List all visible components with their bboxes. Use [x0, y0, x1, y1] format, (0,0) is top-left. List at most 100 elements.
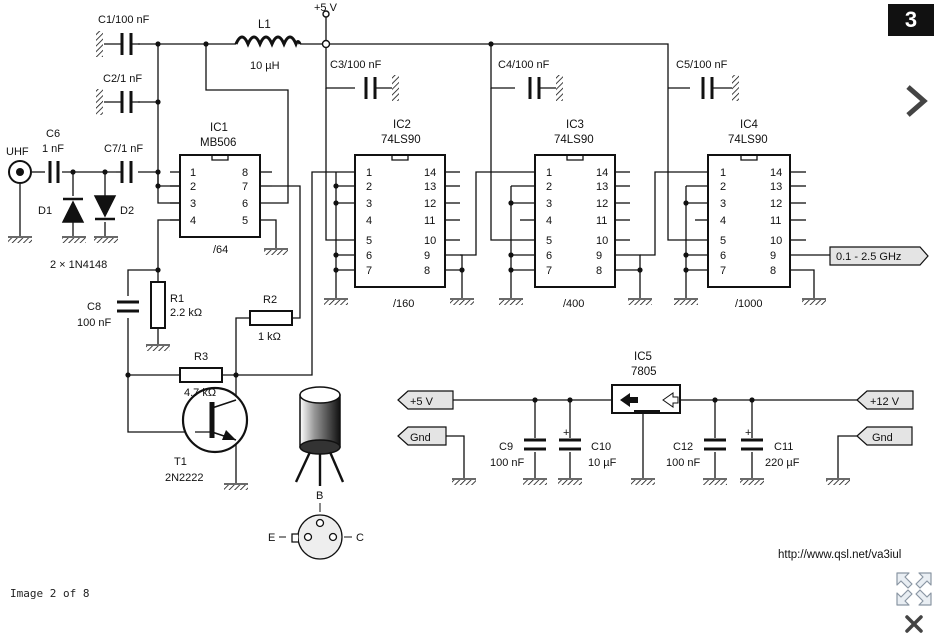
r2-name: R2: [263, 294, 277, 306]
c10-plus: +: [563, 427, 569, 439]
close-viewer-button[interactable]: [903, 613, 925, 635]
ls90-pin-label: 3: [720, 198, 726, 210]
ic-bodies: [179, 154, 791, 288]
ic1-pin-label: 4: [190, 215, 196, 227]
ls90-pin-label: 9: [770, 250, 776, 262]
cap-leads: [104, 43, 732, 173]
supply-5v-label: +5 V: [314, 2, 338, 14]
ls90-pin-label: 12: [424, 198, 436, 210]
ls90-pin-label: 5: [366, 235, 372, 247]
c4-label: C4/100 nF: [498, 59, 550, 71]
c12-value: 100 nF: [666, 457, 701, 469]
r1-name: R1: [170, 293, 184, 305]
image-counter: Image 2 of 8: [10, 587, 90, 600]
l1-value: 10 µH: [250, 60, 280, 72]
ls90-pin-label: 7: [366, 265, 372, 277]
ic1-pin-label: 8: [242, 167, 248, 179]
ls90-pin-label: 6: [366, 250, 372, 262]
ls90-pin-label: 9: [424, 250, 430, 262]
diodes: [61, 195, 117, 223]
c8-name: C8: [87, 301, 101, 313]
ls90-pin-label: 5: [546, 235, 552, 247]
ic2-part: 74LS90: [381, 134, 421, 146]
uhf-label: UHF: [6, 146, 29, 158]
c5-label: C5/100 nF: [676, 59, 728, 71]
c7-label: C7/1 nF: [104, 143, 143, 155]
c8-value: 100 nF: [77, 317, 112, 329]
ls90-pin-label: 9: [596, 250, 602, 262]
ls90-pin-label: 2: [546, 181, 552, 193]
c2-label: C2/1 nF: [103, 73, 142, 85]
c12-name: C12: [673, 441, 693, 453]
ls90-pin-label: 8: [770, 265, 776, 277]
transistor-t1: [181, 386, 249, 454]
diodes-part-label: 2 × 1N4148: [50, 259, 107, 271]
c9-name: C9: [499, 441, 513, 453]
ic4-name: IC4: [740, 119, 759, 131]
expand-arrows-icon: [896, 572, 932, 606]
ic1-part: MB506: [200, 137, 236, 149]
ls90-pin-label: 12: [596, 198, 608, 210]
r3-name: R3: [194, 351, 208, 363]
ic1-pin-label: 1: [190, 167, 196, 179]
ic4-divider: /1000: [735, 298, 763, 310]
r1-value: 2.2 kΩ: [170, 307, 202, 319]
ic3-part: 74LS90: [554, 134, 594, 146]
c6-name: C6: [46, 128, 60, 140]
input-5v-label: +5 V: [410, 396, 434, 408]
ls90-pin-label: 6: [720, 250, 726, 262]
ic1-pin-label: 6: [242, 198, 248, 210]
tag-connectors: [397, 246, 929, 446]
transistor-package-drawing: [279, 386, 352, 560]
c10-name: C10: [591, 441, 611, 453]
ls90-pin-label: 11: [424, 215, 435, 227]
ic5-part: 7805: [631, 366, 657, 378]
ls90-pin-label: 1: [366, 167, 372, 179]
pin-e-label: E: [268, 532, 275, 544]
d1-label: D1: [38, 205, 52, 217]
ls90-pin-label: 13: [596, 181, 608, 193]
d2-label: D2: [120, 205, 134, 217]
ls90-pin-label: 8: [596, 265, 602, 277]
ls90-pin-label: 10: [770, 235, 782, 247]
ls90-pin-label: 11: [770, 215, 781, 227]
input-12v-label: +12 V: [870, 396, 900, 408]
output-frequency-label: 0.1 - 2.5 GHz: [836, 251, 901, 263]
r2-value: 1 kΩ: [258, 331, 281, 343]
ls90-pin-labels: 1234567141312111098123456714131211109812…: [366, 167, 782, 277]
ic1-divider: /64: [213, 244, 228, 256]
ls90-pin-label: 14: [424, 167, 436, 179]
page-number-badge: 3: [888, 4, 934, 36]
inductor-l1: [234, 35, 302, 48]
pin-b-label: B: [316, 490, 323, 502]
ic1-pin-label: 3: [190, 198, 196, 210]
junctions: [70, 41, 755, 403]
pin-c-label: C: [356, 532, 364, 544]
ground-symbols: [8, 31, 850, 490]
ls90-pin-label: 7: [546, 265, 552, 277]
c6-value: 1 nF: [42, 143, 64, 155]
ls90-pin-label: 4: [720, 215, 726, 227]
ic2-divider: /160: [393, 298, 414, 310]
ls90-pin-label: 1: [546, 167, 552, 179]
resistors: [150, 281, 293, 383]
fullscreen-button[interactable]: [895, 571, 933, 607]
ls90-pin-label: 10: [424, 235, 436, 247]
gnd-right-label: Gnd: [872, 432, 893, 444]
ls90-pin-label: 13: [424, 181, 436, 193]
t1-name: T1: [174, 456, 187, 468]
ic2-name: IC2: [393, 119, 411, 131]
ic1-pin-label: 2: [190, 181, 196, 193]
ls90-pin-label: 8: [424, 265, 430, 277]
c1-label: C1/100 nF: [98, 14, 150, 26]
ls90-pin-label: 12: [770, 198, 782, 210]
gnd-left-label: Gnd: [410, 432, 431, 444]
t1-part: 2N2222: [165, 472, 204, 484]
next-image-button[interactable]: [900, 82, 932, 120]
c9-value: 100 nF: [490, 457, 525, 469]
ic4-part: 74LS90: [728, 134, 768, 146]
ic1-pin-label: 5: [242, 215, 248, 227]
ls90-pin-label: 4: [546, 215, 552, 227]
